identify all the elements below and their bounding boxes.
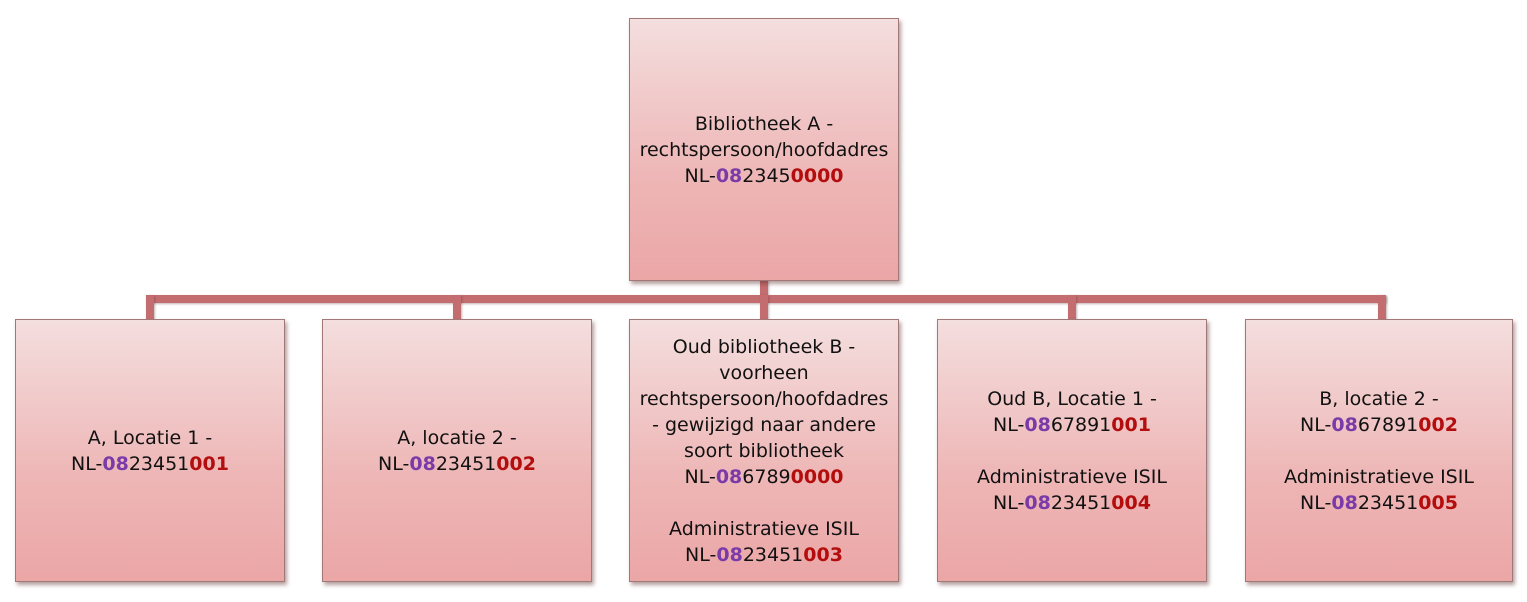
child-title-line: soort bibliotheek: [684, 439, 844, 462]
isil-province-code: 08: [715, 164, 743, 187]
isil-province-code: 08: [715, 465, 743, 488]
isil-country-code: NL-: [71, 452, 103, 475]
connector-child-1: [146, 295, 154, 320]
connector-root-stem: [760, 280, 768, 300]
child-title-line: - gewijzigd naar andere: [652, 413, 876, 436]
org-root-box: Bibliotheek A - rechtspersoon/hoofdadres…: [629, 18, 899, 281]
isil-province-code: 08: [102, 452, 129, 475]
child-title-line: A, Locatie 1 -: [87, 426, 213, 449]
org-child-box-4: Oud B, Locatie 1 - NL-0867891001 Adminis…: [937, 319, 1207, 582]
isil-country-code: NL-: [1300, 413, 1332, 436]
root-title-line: Bibliotheek A -: [694, 112, 834, 135]
isil-country-code: NL-: [378, 452, 410, 475]
root-title-line: rechtspersoon/hoofdadres: [639, 138, 889, 161]
isil-library-code: 2345: [742, 164, 791, 187]
isil-location-code: 002: [496, 452, 536, 475]
org-child-box-1: A, Locatie 1 - NL-0823451001: [15, 319, 285, 582]
org-child-box-2: A, locatie 2 - NL-0823451002: [322, 319, 592, 582]
child-title-line: Oud bibliotheek B -: [672, 335, 856, 358]
connector-child-4: [1068, 295, 1076, 320]
admin-isil-label: Administratieve ISIL: [1284, 465, 1474, 488]
isil-library-code: 23451: [1050, 491, 1112, 514]
child-isil-code: NL-0823451002: [378, 451, 536, 477]
isil-library-code: 23451: [128, 452, 190, 475]
isil-library-code: 67891: [1357, 413, 1419, 436]
admin-isil-code: NL-0823451003: [685, 542, 843, 568]
connector-child-5: [1378, 295, 1386, 320]
isil-country-code: NL-: [993, 491, 1025, 514]
isil-location-code: 0000: [790, 164, 844, 187]
admin-isil-code: NL-0823451005: [1300, 490, 1458, 516]
isil-location-code: 004: [1111, 491, 1151, 514]
isil-library-code: 23451: [1357, 491, 1419, 514]
isil-location-code: 0000: [790, 465, 844, 488]
child-title-line: Oud B, Locatie 1 -: [987, 387, 1157, 410]
isil-province-code: 08: [1024, 413, 1051, 436]
isil-province-code: 08: [1331, 413, 1358, 436]
org-child-box-5: B, locatie 2 - NL-0867891002 Administrat…: [1245, 319, 1513, 582]
isil-province-code: 08: [1024, 491, 1051, 514]
isil-library-code: 23451: [742, 543, 804, 566]
isil-location-code: 002: [1418, 413, 1458, 436]
connector-child-2: [453, 295, 461, 320]
isil-province-code: 08: [409, 452, 436, 475]
child-title-line: B, locatie 2 -: [1319, 387, 1439, 410]
child-isil-code: NL-0867890000: [684, 464, 843, 490]
isil-location-code: 001: [189, 452, 229, 475]
isil-country-code: NL-: [684, 465, 716, 488]
admin-isil-label: Administratieve ISIL: [669, 517, 859, 540]
isil-library-code: 23451: [435, 452, 497, 475]
isil-country-code: NL-: [993, 413, 1025, 436]
isil-library-code: 67891: [1050, 413, 1112, 436]
isil-location-code: 001: [1111, 413, 1151, 436]
admin-isil-label: Administratieve ISIL: [977, 465, 1167, 488]
isil-country-code: NL-: [1300, 491, 1332, 514]
isil-country-code: NL-: [684, 164, 716, 187]
isil-country-code: NL-: [685, 543, 717, 566]
connector-child-3: [760, 295, 768, 320]
child-isil-code: NL-0867891001: [993, 412, 1151, 438]
isil-location-code: 005: [1418, 491, 1458, 514]
child-title-line: A, locatie 2 -: [397, 426, 517, 449]
child-isil-code: NL-0867891002: [1300, 412, 1458, 438]
child-isil-code: NL-0823451001: [71, 451, 229, 477]
isil-library-code: 6789: [742, 465, 791, 488]
isil-location-code: 003: [803, 543, 843, 566]
child-title-line: voorheen: [719, 361, 809, 384]
isil-province-code: 08: [716, 543, 743, 566]
isil-province-code: 08: [1331, 491, 1358, 514]
child-title-line: rechtspersoon/hoofdadres: [639, 387, 889, 410]
root-isil-code: NL-0823450000: [684, 163, 843, 189]
admin-isil-code: NL-0823451004: [993, 490, 1151, 516]
org-child-box-3: Oud bibliotheek B - voorheen rechtsperso…: [629, 319, 899, 582]
